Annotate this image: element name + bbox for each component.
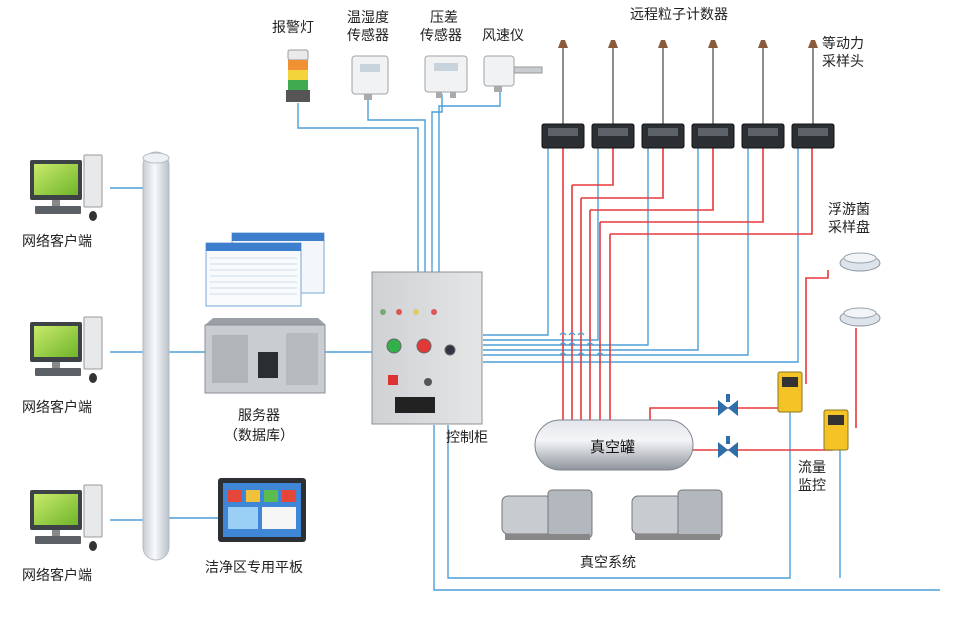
label-diff-pressure-1: 压差 <box>430 10 458 26</box>
label-client-1: 网络客户端 <box>22 234 92 250</box>
particle-counter-5 <box>741 40 785 149</box>
particle-counter-2 <box>591 40 635 149</box>
anemometer-icon <box>483 55 543 92</box>
particle-counter-3 <box>641 40 685 149</box>
cleanroom-tablet <box>218 478 306 542</box>
data-lines <box>110 92 940 591</box>
temp-humidity-sensor-icon <box>351 55 389 100</box>
label-vacuum-system: 真空系统 <box>580 555 636 571</box>
sampling-probe-icon <box>558 40 568 48</box>
label-isokinetic-1: 等动力 <box>822 36 864 52</box>
network-client-computer-2 <box>30 316 103 383</box>
vacuum-pump-2 <box>631 489 723 540</box>
network-bus-pipe <box>142 151 170 561</box>
label-isokinetic-2: 采样头 <box>822 54 864 70</box>
label-client-2: 网络客户端 <box>22 400 92 416</box>
label-anemometer: 风速仪 <box>482 28 524 44</box>
sampling-probe-icon <box>608 40 618 48</box>
vacuum-pump-1 <box>501 489 593 540</box>
flow-meter-2 <box>823 409 849 451</box>
vacuum-lines <box>562 148 857 451</box>
particle-counter-1 <box>541 40 585 149</box>
label-control-cabinet: 控制柜 <box>446 430 488 446</box>
vacuum-tank <box>534 419 694 471</box>
label-plankton-1: 浮游菌 <box>828 202 870 218</box>
label-temp-humidity-1: 温湿度 <box>347 10 389 26</box>
label-particle-counter: 远程粒子计数器 <box>630 7 728 23</box>
valve-icon-2 <box>718 436 738 458</box>
valve-icon-1 <box>718 394 738 416</box>
label-flow-monitor-1: 流量 <box>798 460 826 476</box>
sampling-probe-icon <box>808 40 818 48</box>
flow-meter-1 <box>777 371 803 413</box>
network-client-computer-1 <box>30 154 103 221</box>
rack-server-icon <box>204 318 326 394</box>
label-plankton-2: 采样盘 <box>828 220 870 236</box>
label-client-3: 网络客户端 <box>22 568 92 584</box>
sampling-probe-icon <box>708 40 718 48</box>
sampling-probe-icon <box>758 40 768 48</box>
control-cabinet <box>371 271 483 425</box>
label-vacuum-tank: 真空罐 <box>590 438 636 456</box>
network-client-computer-3 <box>30 484 103 551</box>
plankton-sampling-dish-1 <box>839 252 881 272</box>
server-screens <box>205 232 325 307</box>
label-flow-monitor-2: 监控 <box>798 478 826 494</box>
remote-particle-counters <box>541 40 835 149</box>
particle-counter-4 <box>691 40 735 149</box>
label-server-2: （数据库） <box>224 428 294 444</box>
sampling-probe-icon <box>658 40 668 48</box>
signal-tower-light-icon <box>286 49 310 102</box>
label-alarm-light: 报警灯 <box>272 20 314 36</box>
crossing-marks <box>559 332 604 356</box>
diff-pressure-sensor-icon <box>424 55 468 98</box>
label-diff-pressure-2: 传感器 <box>420 28 462 44</box>
label-temp-humidity-2: 传感器 <box>347 28 389 44</box>
label-tablet: 洁净区专用平板 <box>205 560 303 576</box>
label-server-1: 服务器 <box>238 408 280 424</box>
particle-counter-6 <box>791 40 835 149</box>
plankton-sampling-dish-2 <box>839 307 881 327</box>
